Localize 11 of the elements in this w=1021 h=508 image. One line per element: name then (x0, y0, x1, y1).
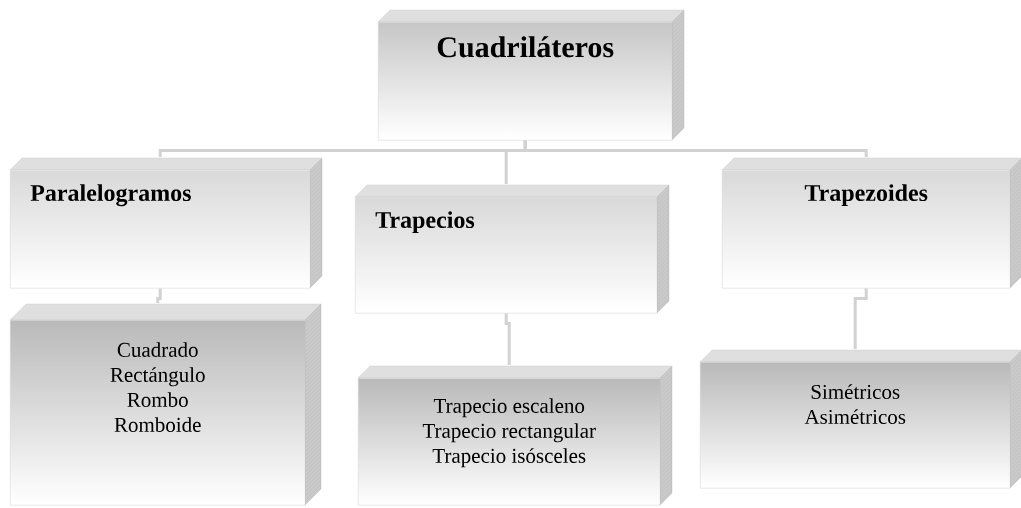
heading-box: Cuadriláteros (377, 9, 685, 141)
list-box: Simétricos Asimétricos (699, 349, 1021, 489)
heading-box: Trapezoides (721, 157, 1021, 289)
heading-box: Paralelogramos (9, 157, 323, 289)
connector (853, 288, 868, 349)
list-box: Trapecio escaleno Trapecio rectangular Trapecio isósceles (357, 365, 673, 506)
connector (504, 313, 511, 365)
heading-box: Trapecios (354, 184, 670, 314)
connector (156, 288, 162, 303)
list-box: Cuadrado Rectángulo Rombo Romboide (9, 303, 322, 506)
connector (523, 140, 868, 157)
